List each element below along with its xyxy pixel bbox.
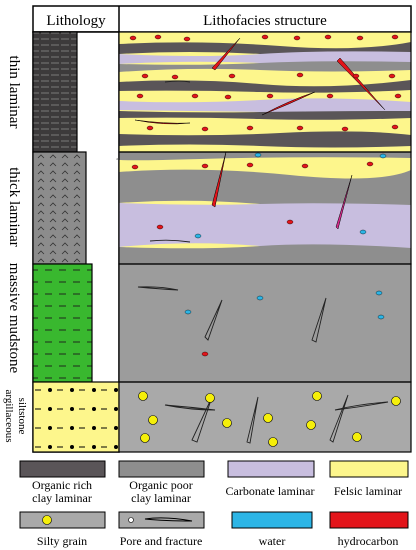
legend-label-hydrocarbon: hydrocarbon (338, 534, 399, 548)
legend-swatch-organic-poor (118, 460, 205, 478)
fracture-icon (144, 517, 193, 522)
lithofacies-structure-header: Lithofacies structure (203, 13, 327, 29)
legend: Organic rich clay laminar Organic poor c… (19, 460, 409, 548)
massive-mudstone-structure (119, 264, 411, 382)
section-label-thick-laminar: thick laminar (6, 167, 22, 247)
section-label-argillaceous: argillaceous (3, 390, 15, 443)
legend-swatch-water (231, 511, 313, 529)
legend-label-organic-rich-1: Organic rich (32, 478, 92, 492)
lithology-massive-mudstone-block (32, 263, 93, 383)
legend-label-organic-poor-1: Organic poor (129, 478, 192, 492)
legend-label-carbonate: Carbonate laminar (226, 484, 315, 498)
silt-grains (138, 391, 401, 447)
structure-column (115, 31, 412, 453)
lithology-column (32, 31, 120, 453)
legend-label-silty-grain: Silty grain (37, 534, 87, 548)
legend-label-felsic: Felsic laminar (334, 484, 402, 498)
section-label-siltstone: siltstone (16, 398, 28, 435)
legend-swatch-hydrocarbon (329, 511, 409, 529)
lithology-header: Lithology (46, 13, 106, 29)
legend-swatch-felsic (329, 460, 409, 478)
legend-swatch-carbonate (227, 460, 315, 478)
water-droplets (184, 152, 387, 320)
header-frame (32, 5, 412, 33)
lithology-thick-laminar-block (32, 151, 87, 265)
lithology-thin-laminar-block (32, 31, 78, 153)
hydrocarbon-fractures (134, 37, 386, 230)
legend-label-organic-rich-2: clay laminar (32, 491, 92, 505)
legend-label-pore-fracture: Pore and fracture (120, 534, 203, 548)
legend-label-water: water (259, 534, 286, 548)
hydrocarbon-droplets (129, 34, 402, 357)
legend-swatch-silty-grain (19, 511, 106, 529)
pore-icon (128, 517, 134, 523)
thin-laminar-structure (119, 32, 411, 152)
fractures (137, 80, 389, 444)
lithology-argillaceous-siltstone-block (32, 381, 120, 453)
section-label-massive-mudstone: massive mudstone (6, 263, 22, 374)
silt-grain-icon (42, 515, 52, 525)
section-label-thin-laminar: thin laminar (6, 56, 22, 129)
legend-label-organic-poor-2: clay laminar (131, 491, 191, 505)
legend-swatch-organic-rich (19, 460, 106, 478)
thick-laminar-structure (115, 152, 412, 264)
